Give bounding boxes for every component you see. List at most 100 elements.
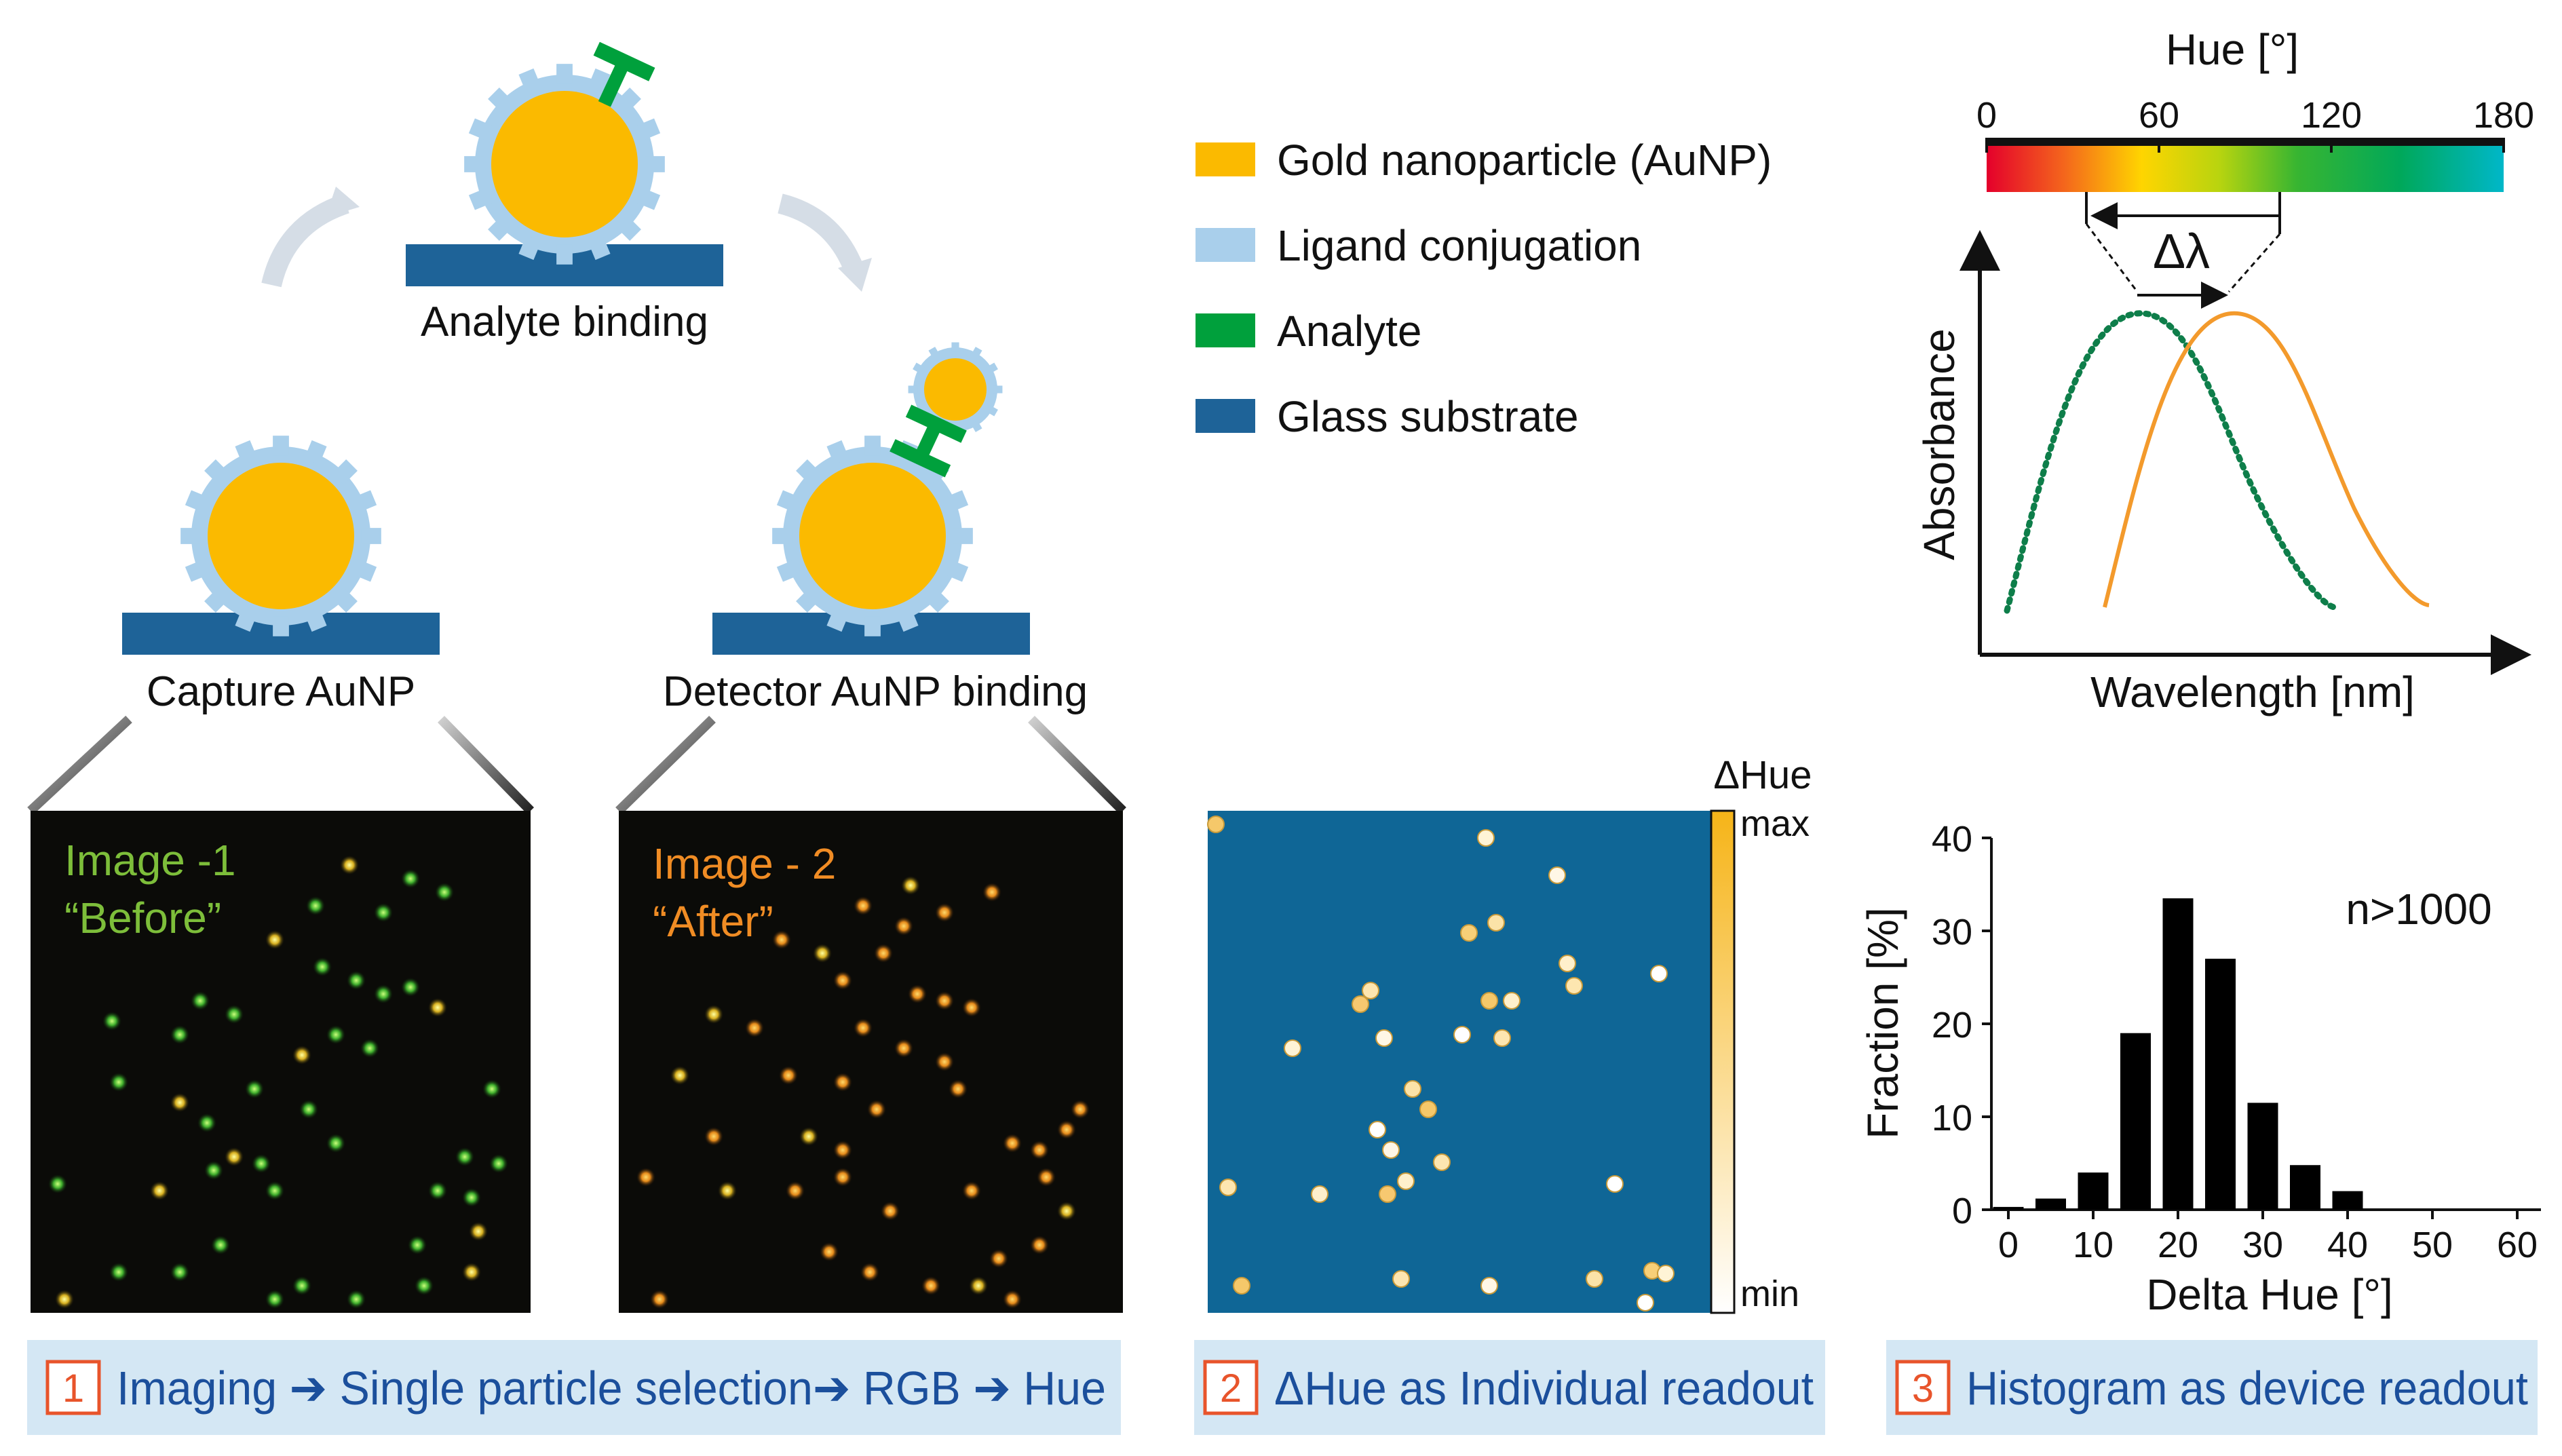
- particle-marker: [1219, 1179, 1237, 1196]
- particle-spot: [833, 1168, 852, 1187]
- particle-spot: [435, 883, 454, 902]
- particle-spot: [935, 1052, 954, 1071]
- particle-marker: [1657, 1265, 1675, 1282]
- histogram-bar: [2078, 1172, 2109, 1210]
- colorbar-min-label: min: [1740, 1273, 1799, 1314]
- absorbance-spectrum: Absorbance Wavelength [nm]: [1915, 230, 2531, 716]
- particle-spot: [102, 1012, 121, 1031]
- histogram-bar: [2162, 898, 2194, 1210]
- particle-marker: [1419, 1100, 1437, 1118]
- particle-spot: [779, 1066, 798, 1085]
- particle-spot: [1071, 1100, 1090, 1119]
- particle-marker: [1362, 982, 1379, 999]
- cycle-arrowhead-left: [326, 187, 360, 217]
- particle-spot: [704, 1127, 723, 1146]
- particle-spot: [881, 1202, 900, 1221]
- particle-spot: [1057, 1202, 1076, 1221]
- particle-spot: [833, 1073, 852, 1092]
- gold-nanoparticle-icon: [799, 463, 946, 609]
- particle-spot: [462, 1263, 481, 1282]
- particle-spot: [292, 1046, 311, 1065]
- particle-marker: [1559, 955, 1576, 972]
- particle-spot: [704, 1005, 723, 1024]
- particle-marker: [1480, 992, 1498, 1010]
- particle-marker: [1233, 1277, 1250, 1295]
- particle-marker: [1487, 914, 1505, 932]
- particle-spot: [1030, 1141, 1049, 1160]
- histogram-bar: [2332, 1191, 2363, 1210]
- particle-marker: [1606, 1175, 1624, 1193]
- x-tick-label: 30: [2242, 1225, 2283, 1265]
- particle-spot: [962, 998, 981, 1017]
- spectrum-y-label: Absorbance: [1915, 328, 1964, 560]
- particle-spot: [982, 883, 1001, 902]
- particle-spot: [360, 1039, 379, 1058]
- before-image-title: Image -1: [64, 836, 236, 885]
- particle-spot: [908, 984, 927, 1003]
- particle-spot: [799, 1127, 818, 1146]
- particle-spot: [1057, 1120, 1076, 1139]
- particle-spot: [670, 1066, 689, 1085]
- capture-aunp-label: Capture AuNP: [147, 668, 415, 715]
- legend-label-glass: Glass substrate: [1277, 392, 1579, 441]
- histogram-y-label: Fraction [%]: [1858, 907, 1907, 1138]
- particle-spot: [245, 1079, 264, 1098]
- detector-nanoparticle-icon: [924, 358, 987, 421]
- x-tick-label: 50: [2412, 1225, 2453, 1265]
- particle-spot: [109, 1073, 128, 1092]
- particle-spot: [292, 1276, 311, 1295]
- analyte-icon: [593, 41, 655, 107]
- zoom-line: [615, 715, 716, 815]
- particle-spot: [962, 1181, 981, 1200]
- step-2-caption: 2 ΔHue as Individual readout: [1194, 1340, 1825, 1435]
- particle-marker: [1382, 1141, 1400, 1159]
- hue-tick-label: 180: [2473, 95, 2534, 136]
- zoom-line: [27, 715, 132, 815]
- particle-spot: [225, 1147, 244, 1166]
- before-spectrum-curve: [2004, 310, 2337, 614]
- particle-spot: [265, 930, 284, 949]
- step-1-caption: 1 Imaging ➔ Single particle selection➔ R…: [27, 1340, 1121, 1435]
- particle-spot: [901, 876, 920, 895]
- particle-spot: [989, 1249, 1008, 1268]
- histogram-annotation: n>1000: [2346, 885, 2491, 934]
- particle-spot: [833, 1141, 852, 1160]
- particle-spot: [833, 971, 852, 990]
- after-spectrum-curve: [2103, 311, 2430, 608]
- particle-spot: [1037, 1168, 1056, 1187]
- particle-spot: [462, 1188, 481, 1207]
- particle-spot: [428, 1181, 447, 1200]
- particle-marker: [1637, 1294, 1654, 1311]
- x-tick-label: 0: [1998, 1225, 2019, 1265]
- after-image-title: Image - 2: [653, 839, 836, 888]
- particle-spot: [191, 991, 210, 1010]
- legend-label-analyte: Analyte: [1277, 307, 1421, 356]
- particle-spot: [340, 856, 359, 875]
- particle-marker: [1480, 1277, 1498, 1295]
- particle-spot: [718, 1181, 737, 1200]
- particle-spot: [636, 1168, 655, 1187]
- histogram-bar: [2205, 959, 2236, 1210]
- x-tick-label: 60: [2497, 1225, 2538, 1265]
- particle-marker: [1650, 965, 1668, 982]
- particle-spot: [921, 1276, 940, 1295]
- legend-label-gold: Gold nanoparticle (AuNP): [1277, 136, 1772, 185]
- particle-spot: [489, 1154, 508, 1173]
- particle-marker: [1207, 816, 1225, 833]
- delta-lambda-label: Δλ: [2153, 225, 2210, 279]
- y-tick-label: 20: [1932, 1005, 1972, 1046]
- particle-spot: [820, 1242, 839, 1261]
- y-tick-label: 10: [1932, 1098, 1972, 1138]
- particle-spot: [252, 1154, 271, 1173]
- particle-spot: [874, 944, 893, 963]
- particle-marker: [1284, 1039, 1301, 1057]
- histogram-bar: [1993, 1206, 2024, 1210]
- particle-spot: [55, 1290, 74, 1309]
- before-image: Image -1 “Before”: [31, 811, 531, 1313]
- particle-spot: [150, 1181, 169, 1200]
- particle-spot: [306, 896, 325, 915]
- particle-spot: [347, 971, 366, 990]
- before-image-subtitle: “Before”: [64, 894, 221, 942]
- particle-marker: [1375, 1029, 1393, 1047]
